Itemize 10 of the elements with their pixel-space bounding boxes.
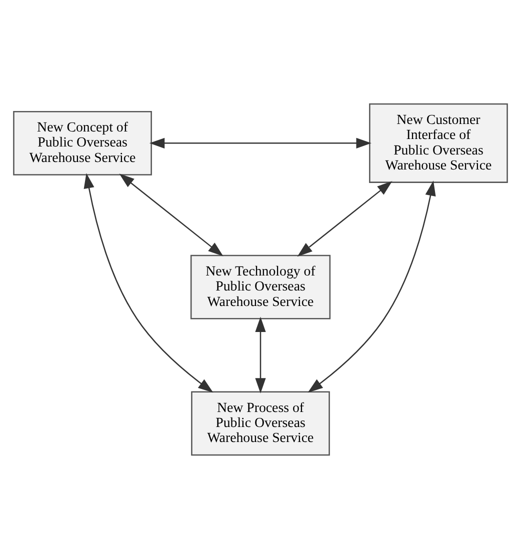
arrow xyxy=(84,172,214,392)
arrow xyxy=(308,180,436,392)
arrow xyxy=(255,316,266,393)
arrow xyxy=(119,173,224,256)
node-box: New Customer Interface of Public Overseas Warehouse Service xyxy=(369,102,508,182)
node-box: New Concept of Public Overseas Warehouse Service xyxy=(13,110,152,175)
arrow xyxy=(149,137,372,148)
node-box: New Process of Public Overseas Warehouse Service xyxy=(191,390,330,456)
node-box: New Technology of Public Overseas Warehouse Service xyxy=(190,254,331,319)
arrow xyxy=(297,180,392,256)
